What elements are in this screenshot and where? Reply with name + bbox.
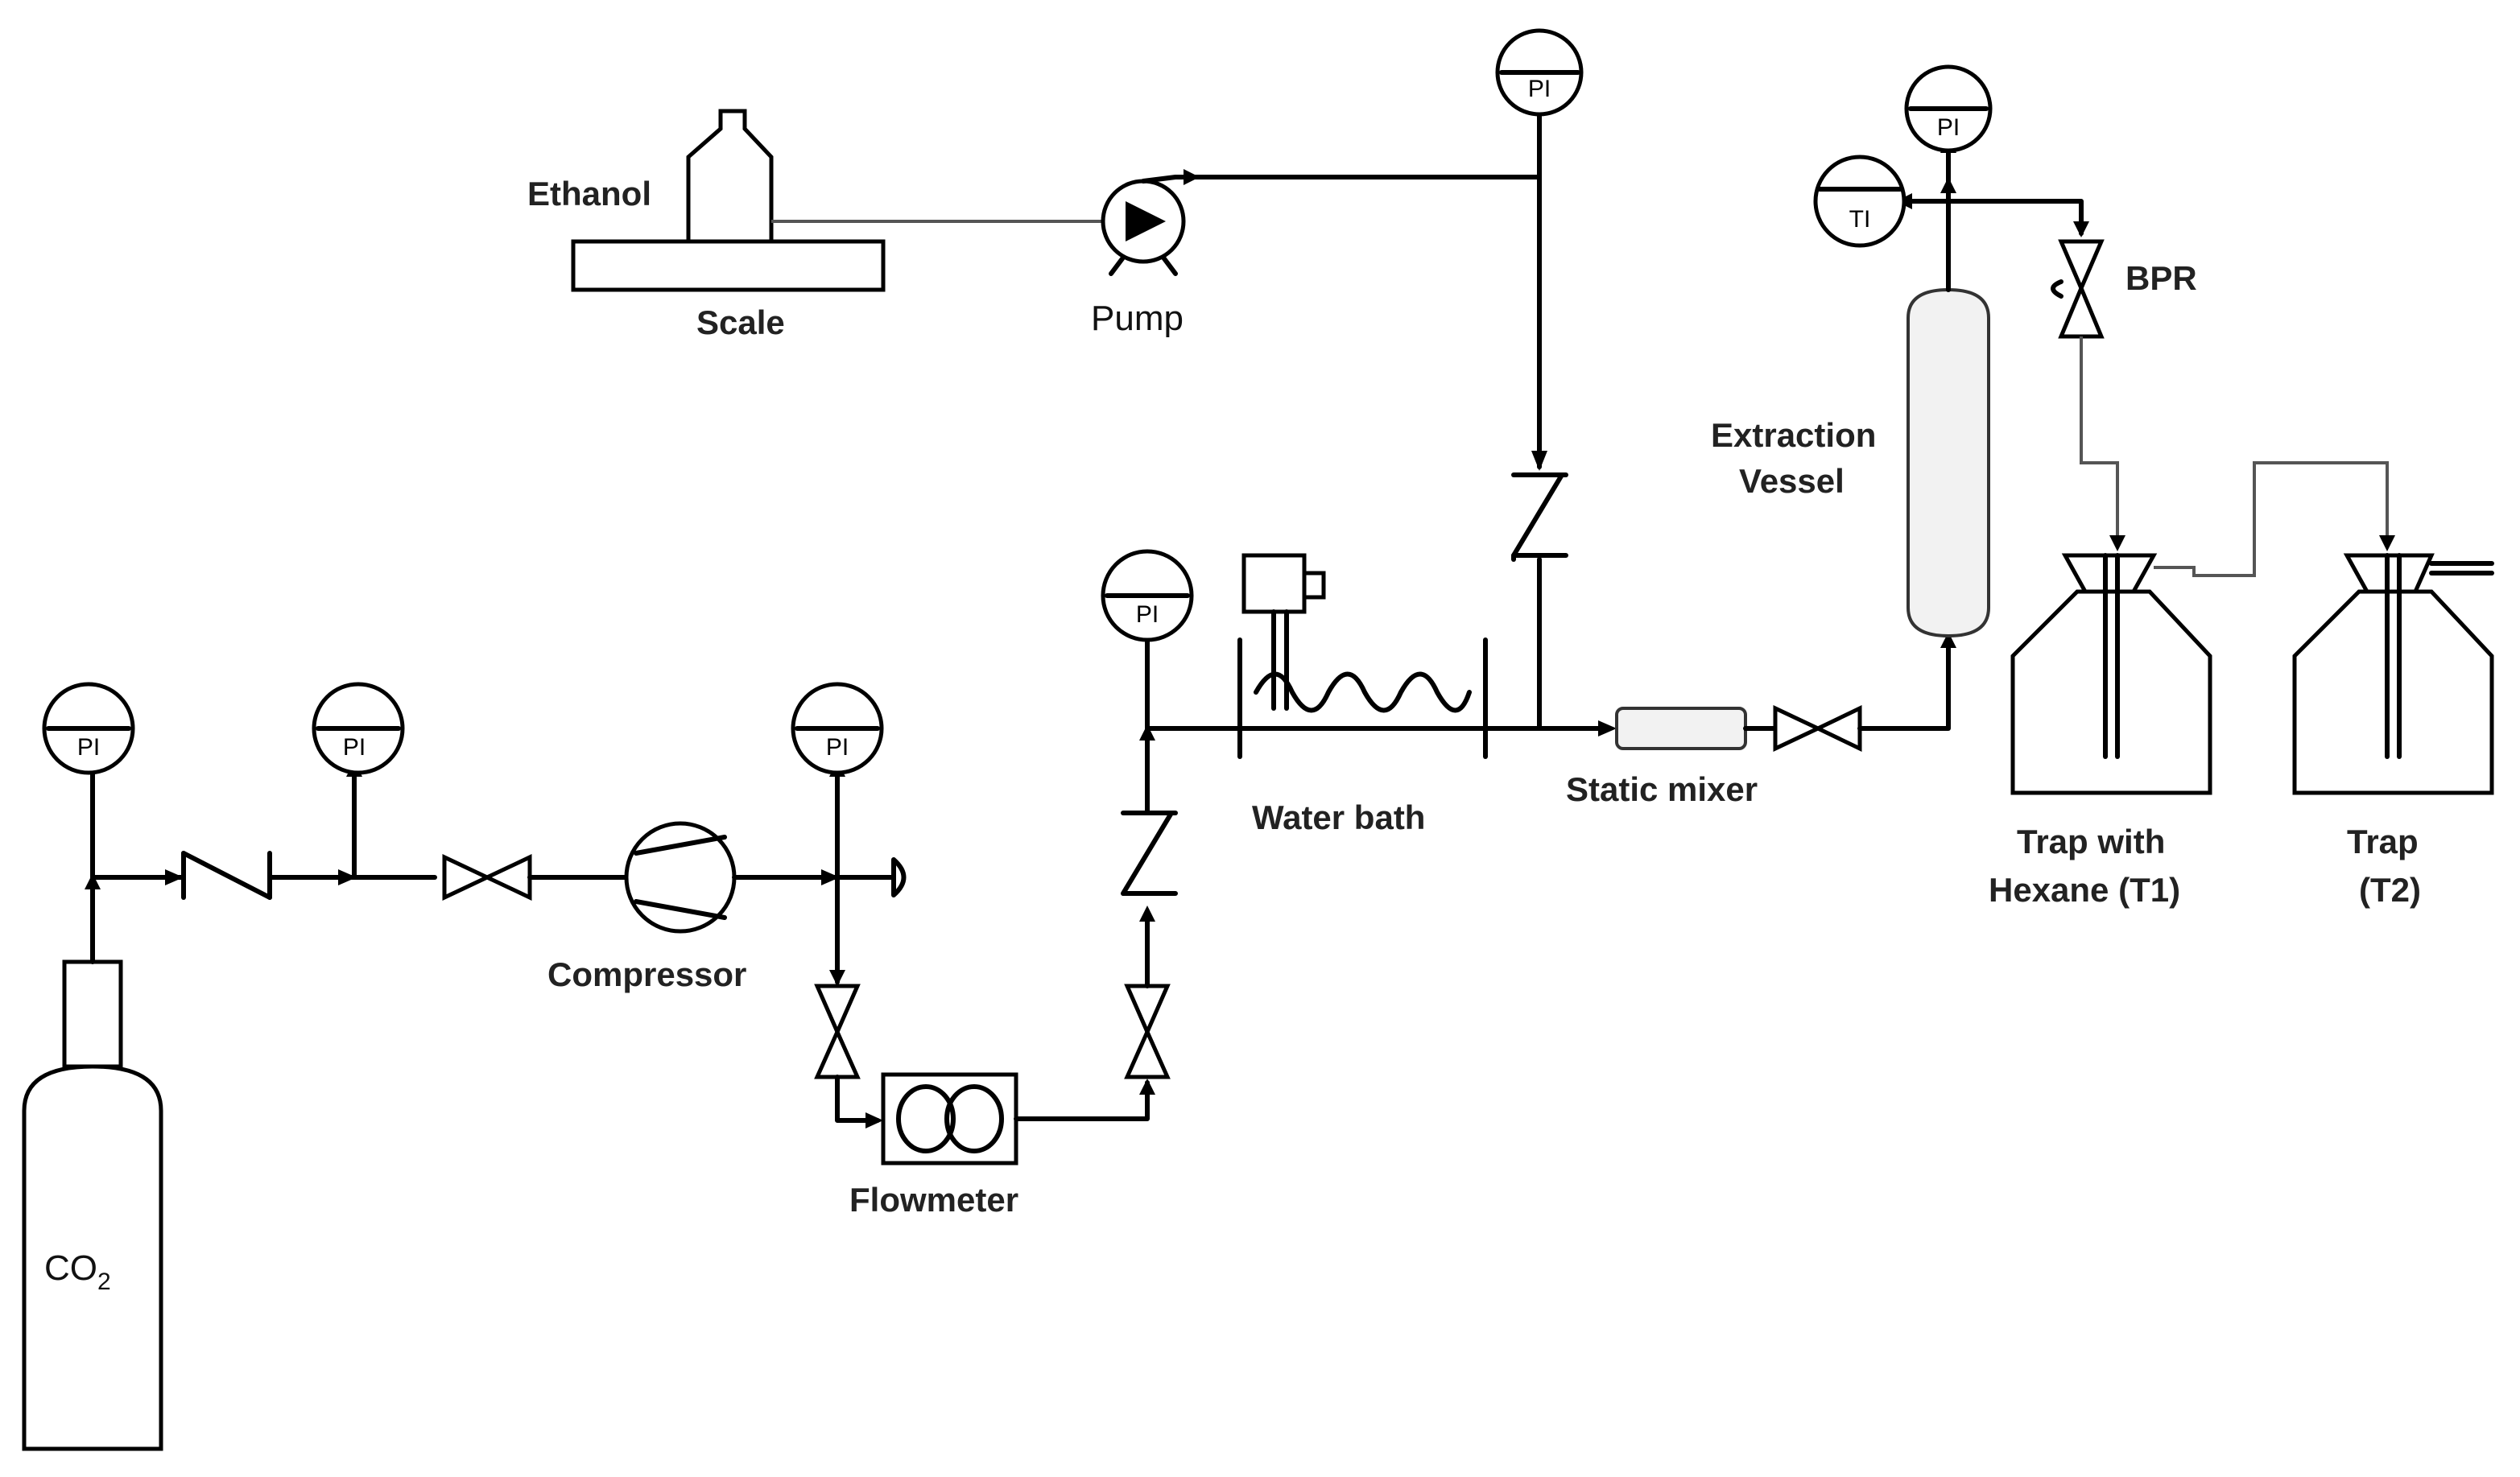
check-valve-co2 (181, 851, 272, 900)
pump-label: Pump (1091, 299, 1184, 338)
bpr-label: BPR (2125, 259, 2197, 297)
scale (571, 239, 886, 292)
ethanol-bottle (686, 109, 774, 244)
static-mixer-label: Static mixer (1566, 770, 1758, 808)
scale-label: Scale (696, 303, 785, 341)
water-bath-label: Water bath (1252, 798, 1425, 836)
trap2-label-2: (T2) (2359, 871, 2421, 909)
pump-symbol (1101, 179, 1186, 276)
svg-text:PI: PI (1528, 76, 1551, 102)
svg-text:PI: PI (826, 734, 849, 761)
extraction-vessel-label-1: Extraction (1711, 416, 1876, 454)
compressor-symbol (624, 821, 737, 934)
trap2-label-1: Trap (2347, 823, 2419, 860)
co2-cylinder (22, 959, 163, 1451)
valve-vessel-inlet (1773, 705, 1862, 752)
trap-2 (2292, 553, 2494, 795)
valve-flowmeter-inlet (814, 984, 861, 1079)
svg-text:PI: PI (1937, 114, 1960, 141)
svg-text:PI: PI (343, 734, 366, 761)
trap1-label-1: Trap with (2017, 823, 2165, 860)
svg-text:PI: PI (1136, 601, 1159, 628)
co2-label: CO2 (44, 1248, 111, 1295)
valve-flowmeter-outlet (1124, 984, 1171, 1079)
static-mixer (1615, 707, 1747, 750)
pump-discharge-line (1141, 175, 1542, 184)
check-valve-ethanol (1511, 472, 1568, 562)
ethanol-label: Ethanol (527, 175, 651, 212)
pressure-gauge-vessel: PI (1904, 64, 1993, 153)
extraction-vessel (1907, 287, 1990, 638)
trap1-label-2: Hexane (T1) (1989, 871, 2180, 909)
svg-text:PI: PI (77, 734, 100, 761)
compressor-label: Compressor (547, 955, 746, 993)
pressure-gauge-co2: PI (42, 682, 135, 775)
flowmeter-symbol (881, 1072, 1018, 1166)
trap-1 (2010, 553, 2212, 795)
pressure-gauge-compressor: PI (791, 682, 884, 775)
pressure-gauge-regulator: PI (312, 682, 405, 775)
pressure-gauge-pump: PI (1495, 28, 1584, 117)
check-valve-co2-vertical (1121, 811, 1178, 896)
temperature-gauge-vessel: TI (1813, 155, 1907, 248)
extraction-vessel-label-2: Vessel (1739, 462, 1845, 500)
svg-text:TI: TI (1849, 206, 1871, 233)
valve-co2-inlet (442, 854, 532, 901)
bpr-valve (2051, 239, 2105, 339)
pressure-gauge-water-bath: PI (1101, 549, 1194, 642)
water-bath (1237, 553, 1488, 759)
flowmeter-label: Flowmeter (849, 1181, 1018, 1219)
